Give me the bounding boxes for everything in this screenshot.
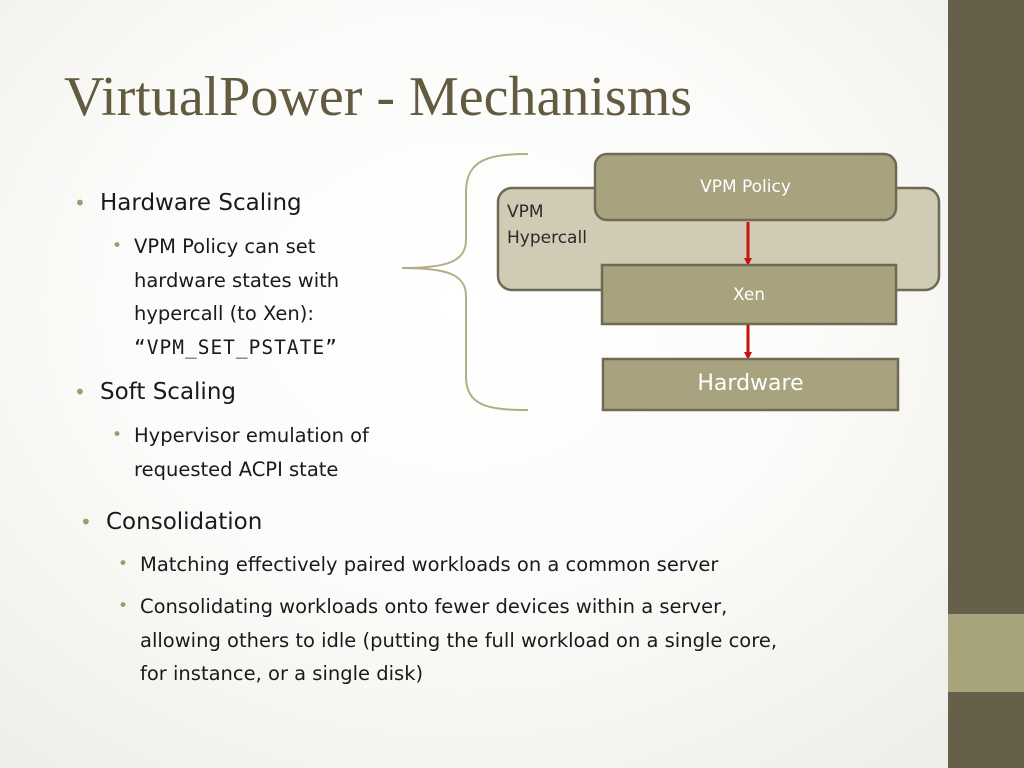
hardware-label: Hardware bbox=[697, 371, 804, 396]
sub-bullet-dot: • bbox=[112, 236, 123, 256]
sub-bullet-line: hypercall (to Xen): bbox=[134, 302, 314, 325]
bullet-dot: • bbox=[80, 510, 92, 534]
sub-bullet-hypervisor-emulation: • Hypervisor emulation of requested ACPI… bbox=[112, 419, 369, 486]
hypercall-label-line: Hypercall bbox=[507, 228, 587, 248]
bullet-label: Consolidation bbox=[106, 509, 263, 535]
sub-bullet-line: for instance, or a single disk) bbox=[140, 662, 424, 685]
sub-bullet-line: Hypervisor emulation of bbox=[134, 424, 369, 447]
sub-bullet-consolidating-workloads: • Consolidating workloads onto fewer dev… bbox=[118, 590, 778, 691]
xen-label: Xen bbox=[732, 285, 766, 305]
bullet-hardware-scaling: • Hardware Scaling bbox=[74, 188, 302, 218]
vpm-policy-label: VPM Policy bbox=[700, 177, 791, 197]
sub-bullet-line: allowing others to idle (putting the ful… bbox=[140, 628, 778, 652]
slide-title: VirtualPower - Mechanisms bbox=[64, 66, 693, 128]
sub-bullet-line: Matching effectively paired workloads on… bbox=[140, 553, 719, 576]
sub-bullet-line: VPM Policy can set bbox=[134, 235, 316, 258]
sub-bullet-line: hardware states with bbox=[134, 268, 340, 292]
bullet-soft-scaling: • Soft Scaling bbox=[74, 377, 236, 407]
sub-bullet-line: Consolidating workloads onto fewer devic… bbox=[140, 595, 728, 618]
vpm-hypercall-label: VPM Hypercall bbox=[507, 199, 617, 251]
curly-brace bbox=[401, 153, 529, 411]
hypercall-label-line: VPM bbox=[507, 202, 544, 222]
sub-bullet-dot: • bbox=[118, 596, 129, 616]
bullet-label: Hardware Scaling bbox=[100, 190, 302, 216]
sub-bullet-dot: • bbox=[118, 554, 129, 574]
sub-bullet-vpm-policy: • VPM Policy can set hardware states wit… bbox=[112, 230, 340, 364]
sub-bullet-dot: • bbox=[112, 425, 123, 445]
bullet-dot: • bbox=[74, 380, 86, 404]
sub-bullet-matching-workloads: • Matching effectively paired workloads … bbox=[118, 548, 719, 582]
bullet-consolidation: • Consolidation bbox=[80, 507, 263, 537]
bullet-label: Soft Scaling bbox=[100, 379, 236, 405]
bullet-dot: • bbox=[74, 191, 86, 215]
sub-bullet-line: requested ACPI state bbox=[134, 457, 339, 481]
side-band-accent bbox=[948, 614, 1024, 692]
hypercall-code: “VPM_SET_PSTATE” bbox=[134, 335, 338, 359]
